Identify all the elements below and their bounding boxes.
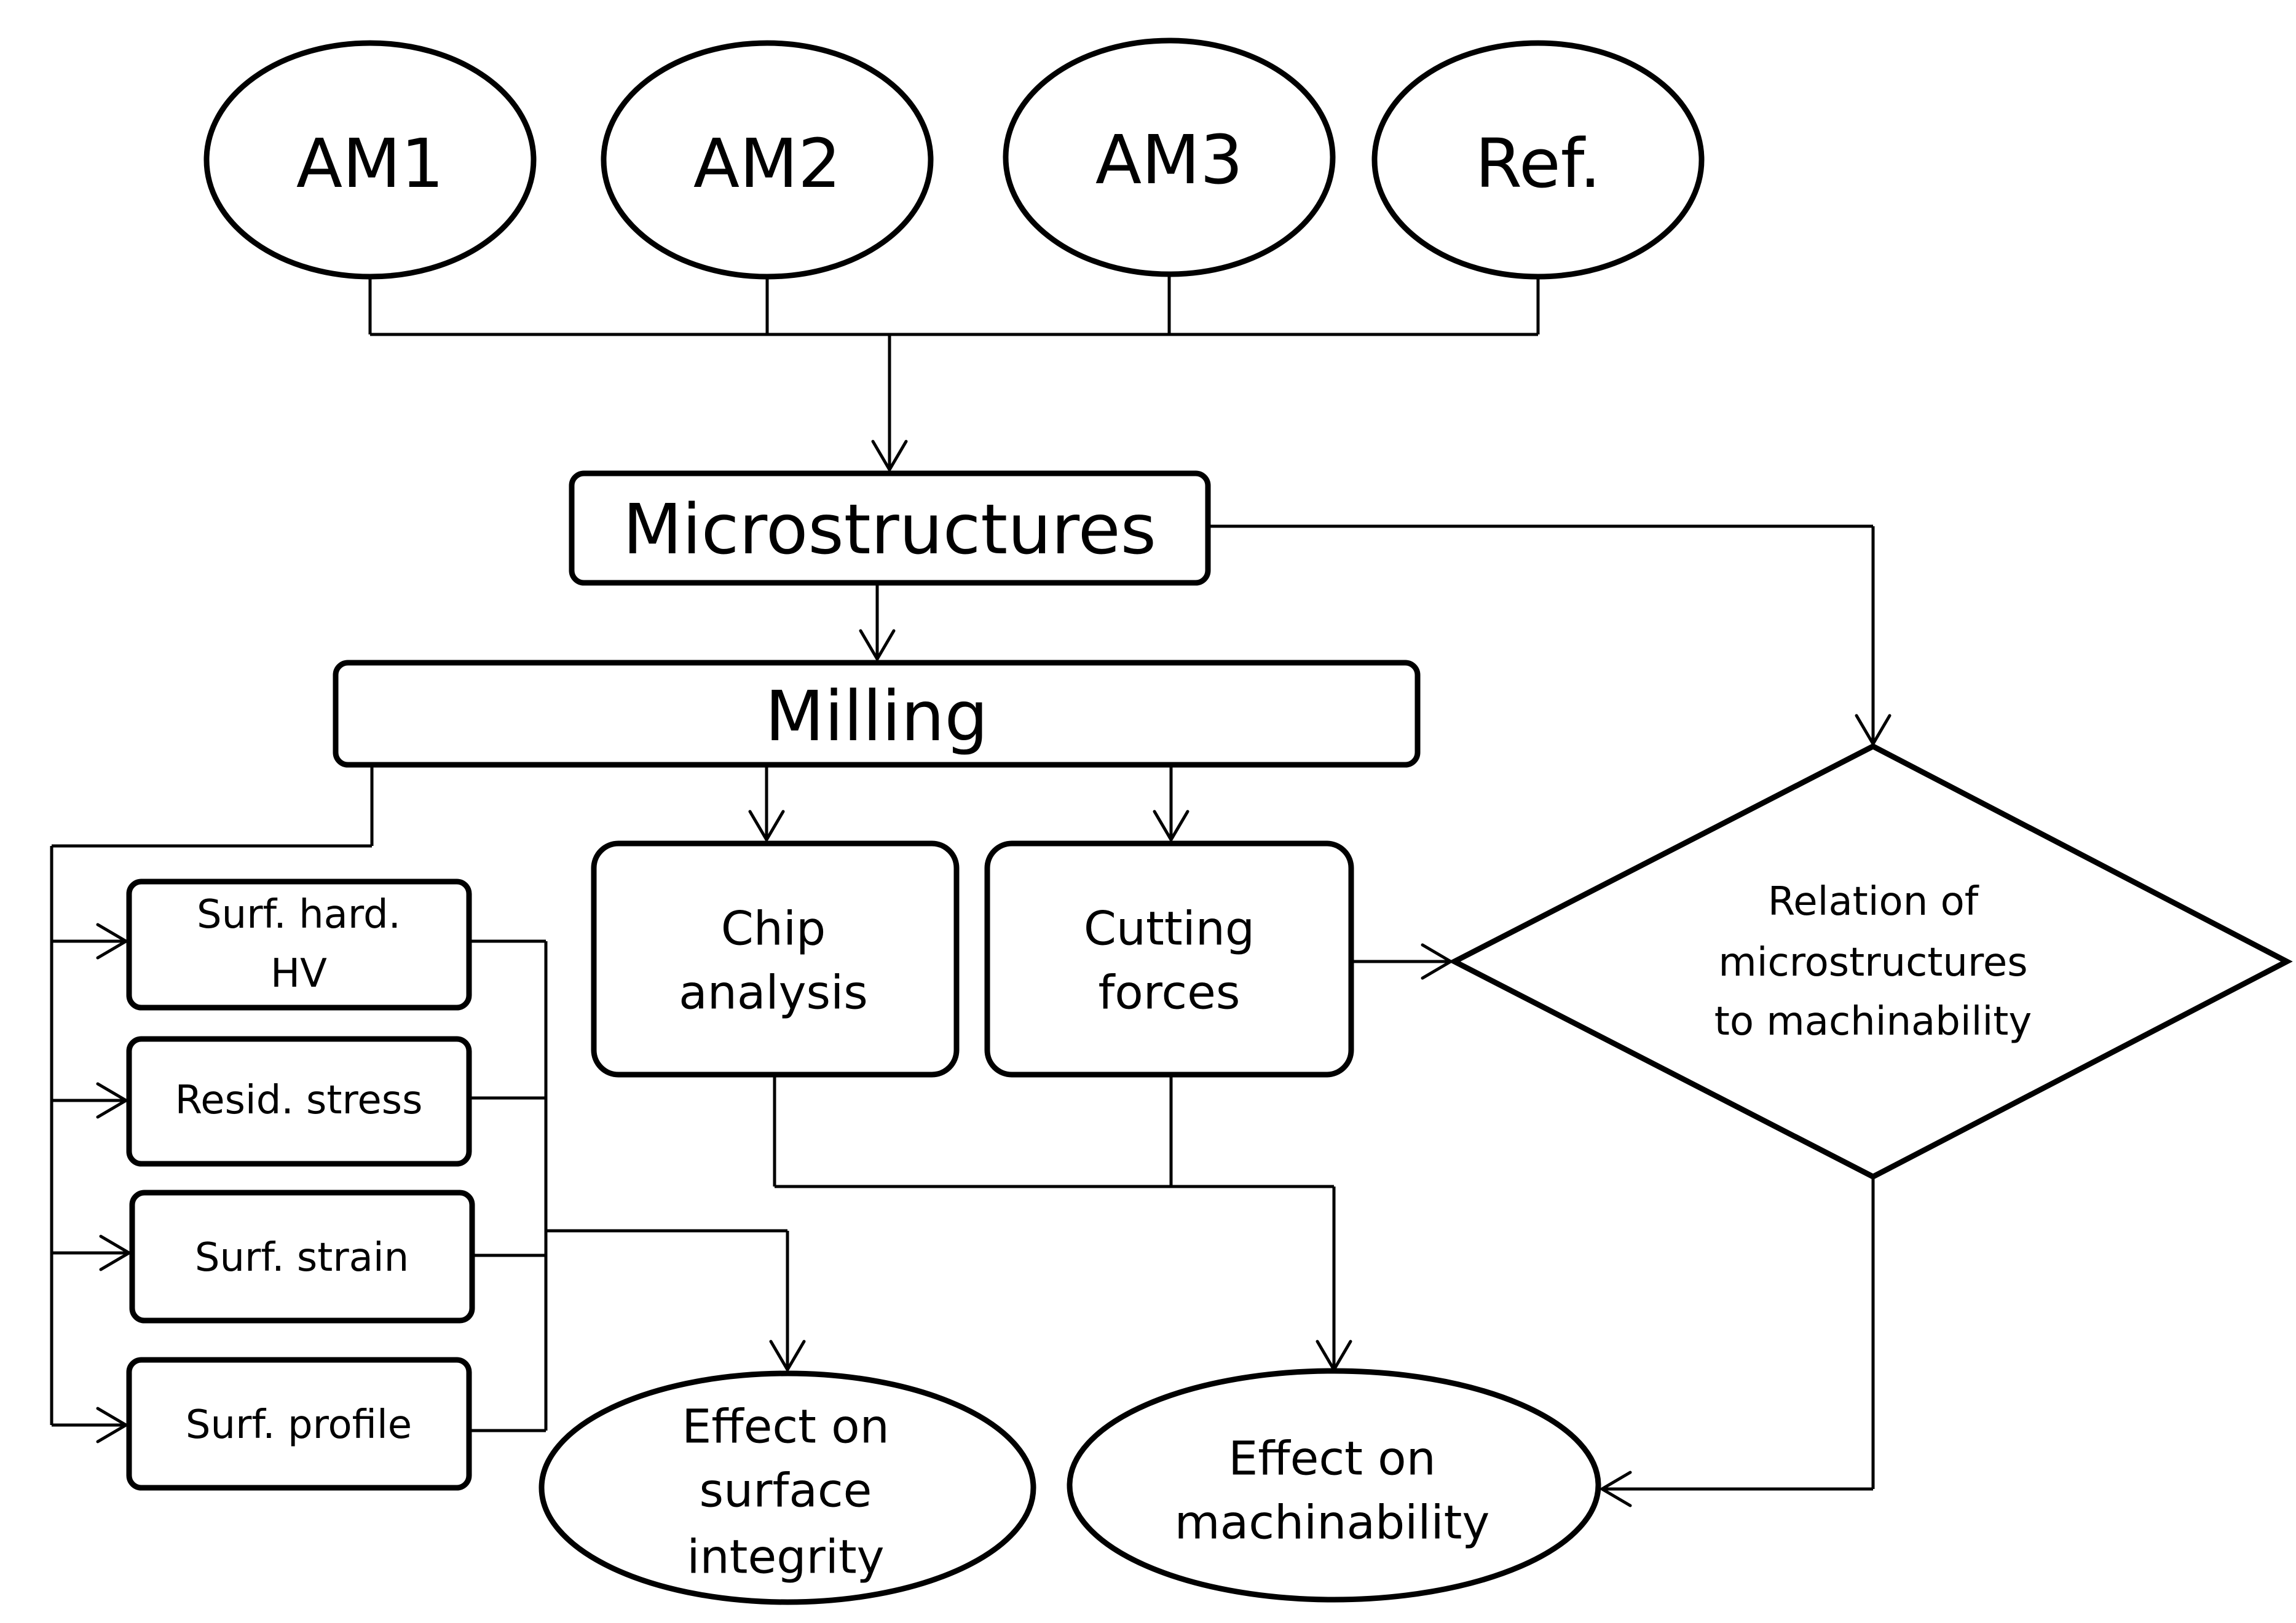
node-effect-machinability: Effect on machinability <box>1067 1368 1601 1603</box>
arrow-head-to-cutting-forces <box>1153 810 1189 842</box>
arrow-head-to-chip-analysis <box>748 810 785 842</box>
node-surf-profile: Surf. profile <box>126 1357 472 1491</box>
node-am1-label: AM1 <box>296 124 444 203</box>
node-surf-profile-label: Surf. profile <box>186 1402 412 1448</box>
arrow-head-to-microstructures <box>871 440 908 472</box>
connector-microstructures-milling <box>859 583 896 661</box>
node-relation: Relation of microstructures to machinabi… <box>1448 743 2293 1180</box>
arrow-head-to-surf-hard <box>96 923 128 960</box>
node-cutting-forces: Cutting forces <box>984 840 1354 1078</box>
node-surf-hard: Surf. hard. HV <box>126 879 472 1011</box>
node-chip-analysis-line2: analysis <box>679 965 868 1020</box>
node-chip-analysis-line1: Chip <box>721 901 826 956</box>
node-effect-surface-line2: surface <box>700 1463 872 1518</box>
node-milling-label: Milling <box>765 677 988 757</box>
node-am2: AM2 <box>601 40 934 280</box>
node-effect-machinability-line2: machinability <box>1175 1495 1490 1550</box>
arrow-head-to-surf-strain <box>99 1234 131 1271</box>
node-effect-machinability-line1: Effect on <box>1228 1431 1436 1486</box>
connector-milling-tests <box>50 765 374 1443</box>
node-relation-line1: Relation of <box>1768 879 1979 925</box>
node-am3-label: AM3 <box>1095 120 1243 199</box>
node-surf-strain-label: Surf. strain <box>195 1235 409 1281</box>
node-am3: AM3 <box>1003 38 1336 277</box>
node-cutting-forces-line2: forces <box>1099 965 1241 1020</box>
node-am1: AM1 <box>203 40 537 280</box>
node-chip-analysis: Chip analysis <box>591 840 960 1078</box>
node-am2-label: AM2 <box>693 124 841 203</box>
node-microstructures-label: Microstructures <box>623 490 1156 570</box>
connector-analysis-machinability <box>773 1075 1352 1372</box>
node-resid-stress-label: Resid. stress <box>175 1078 423 1123</box>
node-effect-surface: Effect on surface integrity <box>538 1370 1036 1605</box>
node-effect-surface-line3: integrity <box>687 1530 884 1584</box>
arrow-head-to-surf-profile <box>96 1407 128 1443</box>
connector-tests-surface <box>469 939 806 1432</box>
node-cutting-forces-line1: Cutting <box>1084 901 1255 956</box>
node-surf-hard-line2: HV <box>270 951 327 997</box>
connector-forces-relation <box>1351 943 1453 980</box>
connector-relation-machinability <box>1600 1177 1875 1507</box>
node-effect-surface-line1: Effect on <box>682 1399 890 1454</box>
arrow-head-to-effect-machinability-right <box>1600 1471 1632 1507</box>
node-milling: Milling <box>333 660 1421 768</box>
node-relation-line3: to machinability <box>1714 999 2032 1044</box>
node-microstructures: Microstructures <box>569 470 1211 586</box>
arrow-head-to-milling <box>859 629 896 661</box>
node-surf-strain: Surf. strain <box>129 1190 475 1324</box>
arrow-head-to-resid-stress <box>96 1082 128 1119</box>
arrow-head-to-effect-surface <box>769 1340 806 1372</box>
connector-inputs-bus <box>368 274 1540 472</box>
node-relation-line2: microstructures <box>1718 940 2027 985</box>
connector-milling-branches <box>748 765 1189 842</box>
node-ref: Ref. <box>1371 40 1705 280</box>
node-resid-stress: Resid. stress <box>126 1036 472 1167</box>
node-ref-label: Ref. <box>1475 124 1601 203</box>
node-surf-hard-line1: Surf. hard. <box>197 892 401 938</box>
